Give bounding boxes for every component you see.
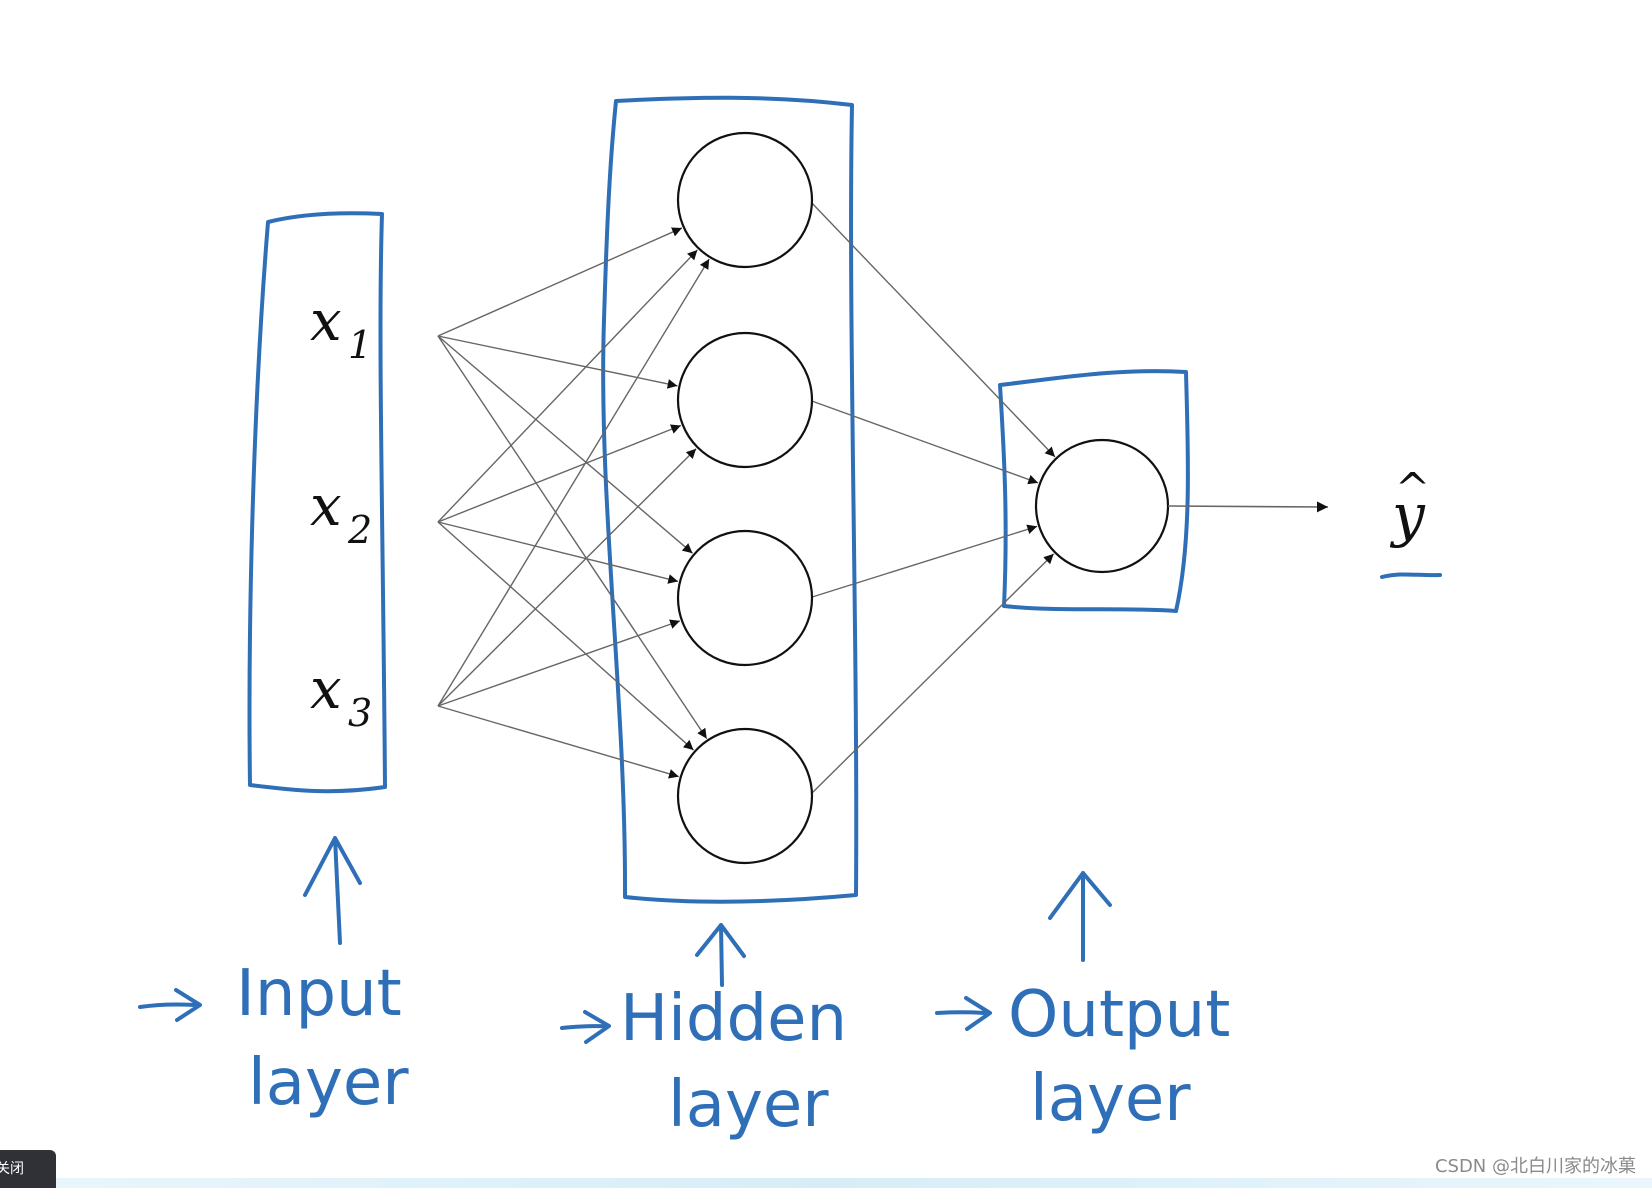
edge-x1-h2 (437, 335, 678, 389)
input-x1-subscript: 1 (348, 323, 372, 367)
close-button[interactable]: 关闭 (0, 1150, 56, 1188)
hidden-neuron-3 (676, 529, 814, 667)
edge-x1-h4 (437, 335, 708, 739)
input-x2-subscript: 2 (347, 508, 372, 552)
hidden-layer-box (601, 95, 859, 904)
hidden-neuron-1 (676, 131, 814, 269)
source-watermark: CSDN @北白川家的冰菓 (1434, 1156, 1636, 1177)
input-x1-variable: x (310, 289, 342, 354)
hidden-pointer-arrow (560, 1010, 611, 1044)
bottom-progress-strip (0, 1178, 1652, 1188)
edge-x2-h1 (437, 249, 698, 523)
input-pointer-arrow (138, 988, 202, 1022)
hidden-output-connections (808, 199, 1056, 797)
output-edge (1167, 501, 1329, 513)
input-hidden-connections (437, 227, 710, 779)
edge-h2-output (808, 399, 1039, 485)
output-pointer-arrow (935, 996, 992, 1031)
output-layer-box (998, 369, 1190, 613)
edge-x3-h2 (437, 448, 697, 707)
output-up-arrow (1048, 871, 1112, 962)
input-layer-box (247, 211, 387, 794)
hidden-up-arrow (695, 923, 746, 987)
output-neuron (1034, 438, 1170, 574)
input-layer-label-line2: layer (248, 1046, 409, 1120)
input-up-arrow (303, 836, 362, 945)
edge-x3-h1 (437, 258, 710, 707)
edge-x2-h4 (437, 521, 694, 751)
hidden-neuron-2 (676, 331, 814, 469)
edge-x2-h2 (437, 424, 682, 523)
hidden-layer-label-line2: layer (668, 1068, 829, 1142)
output-underline (1380, 572, 1442, 579)
edge-x2-h3 (437, 521, 679, 584)
edge-h3-output (808, 524, 1038, 599)
input-x3-subscript: 3 (348, 691, 372, 735)
hidden-layer-label-line1: Hidden (620, 982, 847, 1056)
output-y-hat-variable: y (1389, 481, 1426, 549)
input-layer-label-line1: Input (236, 957, 402, 1031)
output-y-hat-caret: ^ (1395, 464, 1430, 513)
input-x3-variable: x (310, 657, 342, 722)
edge-h4-output (808, 553, 1055, 797)
input-x2-variable: x (310, 474, 342, 539)
edge-h1-output (808, 199, 1056, 458)
edge-x1-h3 (437, 335, 693, 554)
output-layer-label-line2: layer (1030, 1062, 1191, 1136)
hidden-neuron-4 (676, 727, 814, 865)
edge-x1-h1 (437, 227, 683, 337)
edge-x3-h3 (437, 619, 681, 707)
output-layer-label-line1: Output (1008, 978, 1230, 1052)
edge-x3-h4 (437, 705, 679, 779)
